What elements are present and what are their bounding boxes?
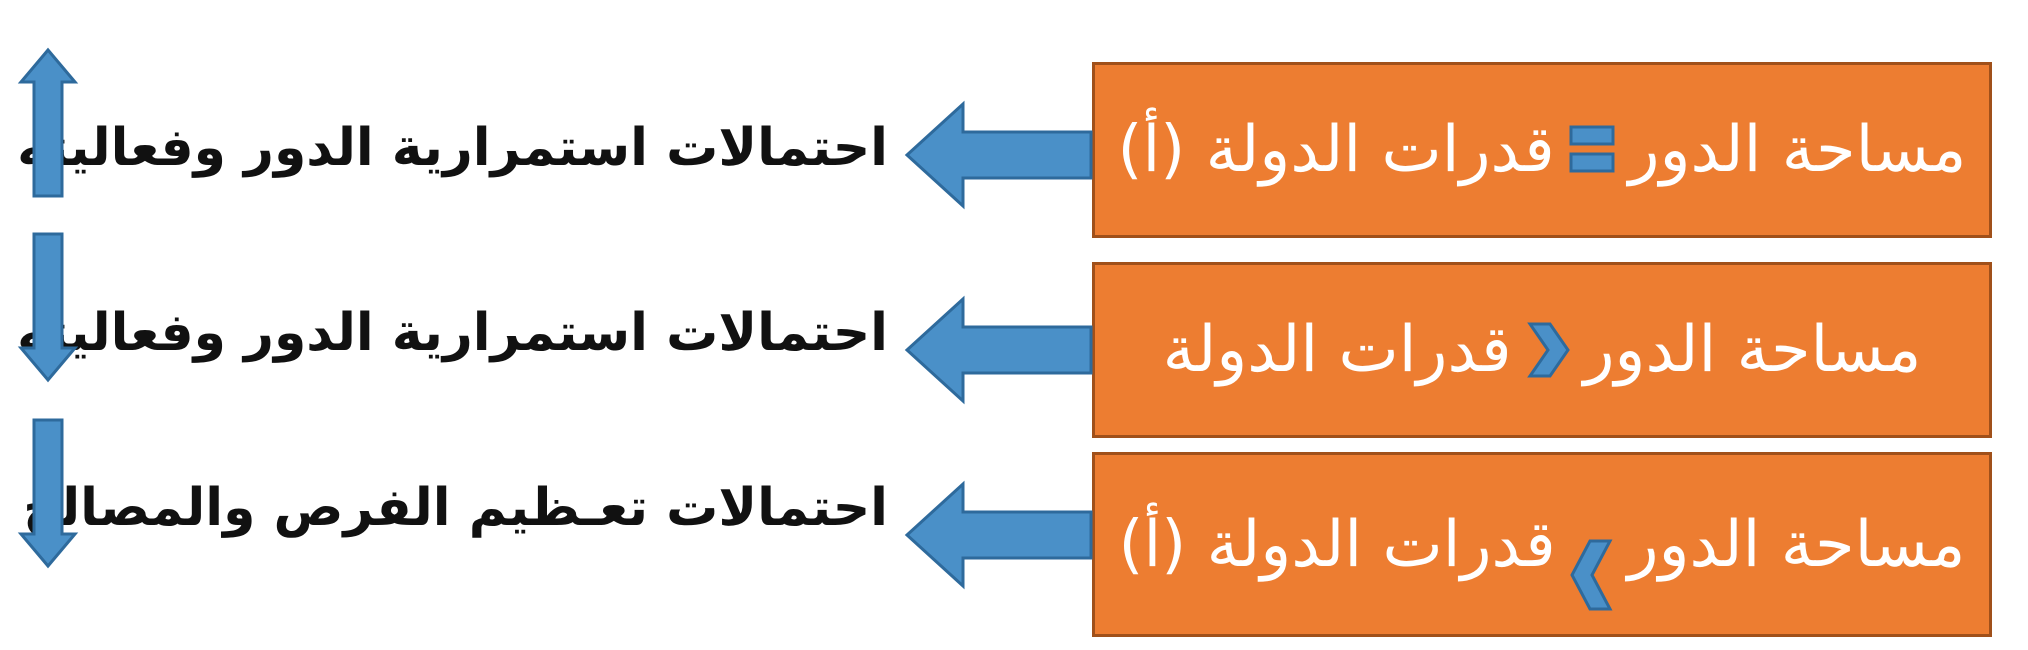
greater-than-chevron-icon — [1569, 539, 1613, 610]
outcome-text: احتمالات استمرارية الدور وفعاليته — [17, 303, 888, 363]
down-arrow-icon — [17, 232, 79, 383]
equals-sign-icon — [1569, 125, 1615, 173]
condition-box-less: مساحة الدور قدرات الدولة — [1092, 262, 1992, 438]
left-arrow-icon — [904, 100, 1093, 210]
less-than-chevron-icon — [1526, 322, 1570, 378]
state-capabilities-label: قدرات الدولة (أ) — [1117, 113, 1555, 187]
role-space-label: مساحة الدور — [1628, 113, 1967, 187]
outcome-text: احتمالات تعـظيم الفرص والمصالح — [23, 478, 888, 538]
outcome-text: احتمالات استمرارية الدور وفعاليته — [17, 118, 888, 178]
condition-box-greater: مساحة الدور قدرات الدولة (أ) — [1092, 452, 1992, 637]
role-space-label: مساحة الدور — [1627, 507, 1966, 582]
state-capabilities-label: قدرات الدولة (أ) — [1118, 507, 1556, 582]
up-arrow-icon — [17, 47, 79, 198]
state-capabilities-label: قدرات الدولة — [1162, 313, 1512, 387]
role-space-label: مساحة الدور — [1583, 313, 1922, 387]
left-arrow-icon — [904, 295, 1093, 405]
condition-box-equal: مساحة الدور قدرات الدولة (أ) — [1092, 62, 1992, 238]
down-arrow-icon — [17, 418, 79, 569]
left-arrow-icon — [904, 480, 1093, 590]
